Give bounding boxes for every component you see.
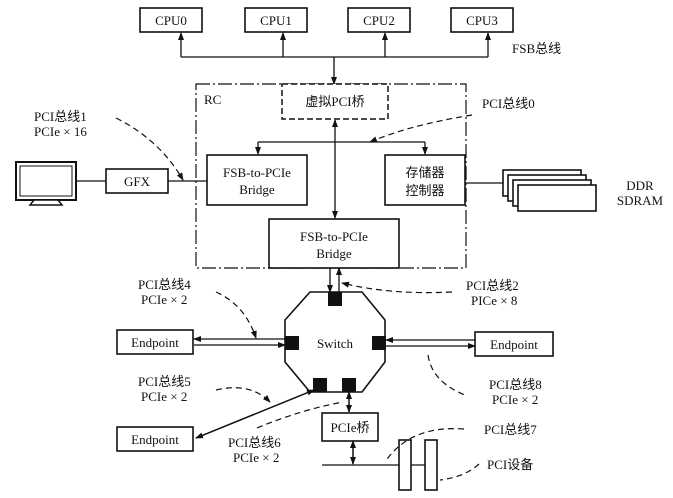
- endpoint-left: Endpoint: [116, 329, 194, 355]
- pcie-switch: Switch: [284, 291, 386, 393]
- fsb-to-pcie-bridge-bottom: FSB-to-PCIe Bridge: [268, 218, 400, 269]
- pci-bus-6-label: PCI总线6: [228, 435, 281, 450]
- pci-bus-6-pointer: [256, 401, 344, 429]
- pci-bus-5-width: PCIe × 2: [141, 389, 187, 404]
- pci-bus-1-pointer: [115, 117, 184, 181]
- pci-bus-7-label: PCI总线7: [484, 422, 537, 437]
- pci-bus-5-label: PCI总线5: [138, 374, 191, 389]
- cpu-1-label: CPU1: [260, 13, 292, 28]
- sdram-label: SDRAM: [617, 193, 664, 208]
- pcie-bridge: PCIe桥: [321, 412, 379, 442]
- pci-bus-8-label: PCI总线8: [489, 377, 542, 392]
- pci-bus-1-label: PCI总线1: [34, 109, 87, 124]
- pci-bus-2-pointer: [341, 281, 453, 294]
- pci-bus-1-width: PCIe × 16: [34, 124, 87, 139]
- pci-bus-4-width: PCIe × 2: [141, 292, 187, 307]
- pci-bus-0-lines: [255, 119, 428, 219]
- fsb-to-pcie-bridge-left: FSB-to-PCIe Bridge: [206, 154, 308, 206]
- virtual-pci-bridge-label: 虚拟PCI桥: [305, 94, 364, 109]
- pci-bus-6-width: PCIe × 2: [233, 450, 279, 465]
- pci-bus-5-pointer: [215, 387, 271, 403]
- pci-bus-0-label: PCI总线0: [482, 96, 535, 111]
- pci-bus-2-label: PCI总线2: [466, 278, 519, 293]
- bottom-bridge-line1: FSB-to-PCIe: [300, 229, 368, 244]
- pcie-bridge-label: PCIe桥: [330, 420, 369, 435]
- ddr-sdram-modules: [502, 169, 597, 212]
- bottom-bridge-line2: Bridge: [316, 246, 352, 261]
- fsb-bus: [178, 32, 491, 85]
- switch-port-down-right: [342, 378, 356, 392]
- rc-label: RC: [204, 92, 221, 107]
- pci-bus-7-pointer: [384, 428, 465, 463]
- endpoint-bottom-left-label: Endpoint: [131, 432, 179, 447]
- switch-port-up: [328, 292, 342, 306]
- switch-port-down-left: [313, 378, 327, 392]
- cpu-2-label: CPU2: [363, 13, 395, 28]
- cpu-3-label: CPU3: [466, 13, 498, 28]
- endpoint-right-label: Endpoint: [490, 337, 538, 352]
- fsb-bus-label: FSB总线: [512, 41, 561, 56]
- pci-bus-2-width: PICe × 8: [471, 293, 517, 308]
- ddr-label: DDR: [626, 178, 654, 193]
- cpu-0: CPU0: [139, 7, 203, 33]
- monitor-icon: [15, 161, 77, 206]
- switch-port-right: [372, 336, 386, 350]
- pci-bus-8-width: PCIe × 2: [492, 392, 538, 407]
- gfx-label: GFX: [124, 174, 151, 189]
- cpu-0-label: CPU0: [155, 13, 187, 28]
- memory-controller-line2: 控制器: [405, 183, 444, 198]
- switch-port-left: [285, 336, 299, 350]
- pci-bus-0-pointer: [369, 114, 473, 143]
- pci-device-label: PCI设备: [487, 457, 533, 472]
- cpu-3: CPU3: [450, 7, 514, 33]
- pci-device-pointer: [439, 463, 480, 481]
- pci-device-1: [398, 439, 412, 491]
- switch-label: Switch: [317, 336, 354, 351]
- endpoint-left-label: Endpoint: [131, 335, 179, 350]
- pci-device-2: [424, 439, 438, 491]
- endpoint-right: Endpoint: [474, 331, 554, 357]
- gfx-card: GFX: [105, 168, 169, 194]
- left-bridge-line2: Bridge: [239, 182, 275, 197]
- left-bridge-line1: FSB-to-PCIe: [223, 165, 291, 180]
- pci-bus-4-pointer: [215, 291, 257, 339]
- cpu-1: CPU1: [244, 7, 308, 33]
- pci-bus-4-label: PCI总线4: [138, 277, 191, 292]
- memory-controller: 存储器 控制器: [384, 154, 466, 206]
- cpu-2: CPU2: [347, 7, 411, 33]
- endpoint-bottom-left: Endpoint: [116, 426, 194, 452]
- virtual-pci-bridge: 虚拟PCI桥: [281, 83, 389, 120]
- memory-controller-line1: 存储器: [405, 165, 444, 180]
- pci-bus-8-pointer: [427, 354, 466, 396]
